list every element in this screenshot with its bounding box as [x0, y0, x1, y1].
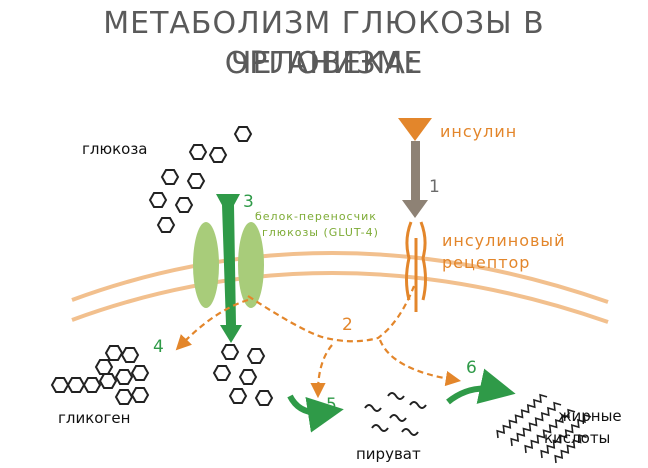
glut4-transporter	[193, 222, 264, 308]
step-number-3: 3	[243, 192, 254, 212]
label-fatty-acids-line-1: жирные	[558, 407, 622, 425]
cell-membrane	[71, 251, 609, 324]
insulin-binding-arrow	[402, 141, 428, 218]
label-transporter-line-2: глюкозы (GLUT-4)	[262, 226, 379, 239]
label-glucose: глюкоза	[82, 140, 148, 158]
step-number-2: 2	[342, 315, 353, 335]
label-receptor-line-2: рецептор	[442, 253, 530, 272]
step-number-6: 6	[466, 358, 477, 378]
glycogen-polymer	[51, 345, 149, 405]
label-fatty-acids-line-2: кислоты	[544, 429, 610, 447]
page-title-line-1: МЕТАБОЛИЗМ ГЛЮКОЗЫ В ОРГАНИЗМЕ	[103, 6, 545, 81]
label-glycogen: гликоген	[58, 409, 130, 427]
step-number-1: 1	[429, 177, 440, 197]
label-insulin: инсулин	[440, 122, 517, 141]
pyruvate-molecules	[364, 392, 427, 436]
insulin-triangle	[398, 118, 432, 141]
fatty-acid-chains	[496, 393, 592, 464]
signal-pathway-arrows	[175, 285, 462, 399]
step-number-5: 5	[326, 395, 337, 415]
page-title-line-2: ЧЕЛОВЕКА:	[230, 46, 418, 81]
label-receptor-line-1: инсулиновый	[442, 231, 565, 250]
insulin-receptor	[405, 221, 427, 312]
label-transporter-line-1: белок-переносчик	[255, 210, 377, 223]
glucose-molecules-inside	[213, 344, 273, 406]
lipogenesis-arrow	[446, 368, 516, 405]
glucose-molecules-outside	[149, 126, 252, 233]
label-pyruvate: пируват	[356, 445, 421, 463]
glycolysis-arrow	[287, 394, 344, 433]
step-number-4: 4	[153, 337, 164, 357]
